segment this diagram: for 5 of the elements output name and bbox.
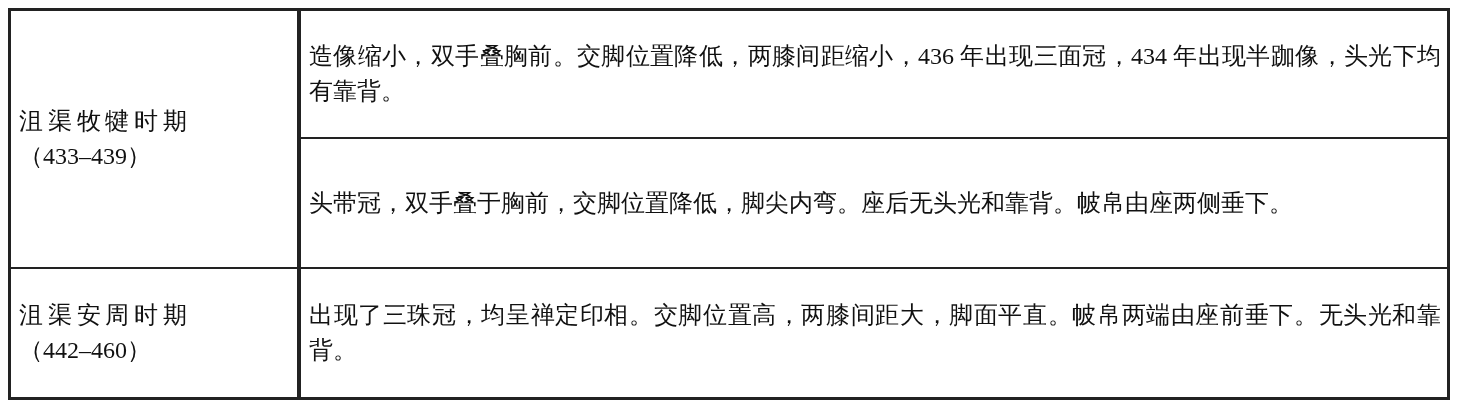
description-text: 造像缩小，双手叠胸前。交脚位置降低，两膝间距缩小，436 年出现三面冠，434 年出现半跏像，头光下均有靠背。 [309,42,1441,106]
period-label: 沮渠牧犍时期（433–439） [19,107,187,171]
period-label: 沮渠安周时期（442–460） [19,301,187,365]
description-text: 出现了三珠冠，均呈禅定印相。交脚位置高，两膝间距大，脚面平直。帔帛两端由座前垂下。无头光和靠背。 [309,301,1441,365]
description-text: 头带冠，双手叠于胸前，交脚位置降低，脚尖内弯。座后无头光和靠背。帔帛由座两侧垂下。 [309,188,1293,218]
